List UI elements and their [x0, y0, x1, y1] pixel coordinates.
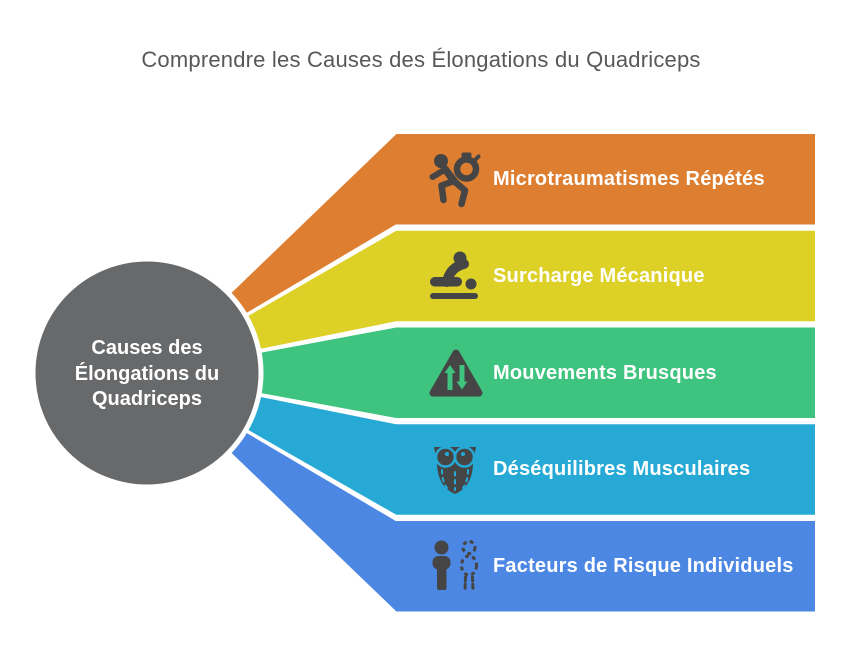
center-line-1: Causes des [91, 337, 203, 359]
cause-band-microtraumatismes [146, 132, 817, 374]
solid-person-head [434, 540, 449, 555]
person-risk-profile-icon [432, 540, 478, 591]
center-circle [30, 256, 264, 490]
left-pec-dot [445, 452, 449, 456]
cause-label-microtraumatismes: Microtraumatismes Répétés [493, 168, 765, 190]
dashed-person-left-leg [463, 575, 467, 591]
cause-label-facteurs: Facteurs de Risque Individuels [493, 555, 794, 577]
abs-right-line [462, 469, 469, 489]
torso-muscles-icon [434, 446, 476, 494]
dashed-person-head [461, 540, 477, 555]
stopwatch-button [473, 154, 481, 162]
cause-band-facteurs [146, 372, 817, 614]
center-line-2: Élongations du [74, 362, 220, 385]
patient-head [465, 278, 477, 290]
dashed-person-body [460, 554, 478, 577]
up-arrow-head [444, 365, 456, 373]
down-arrow-head [456, 381, 468, 390]
down-arrow-shaft [459, 365, 465, 382]
right-pec [453, 446, 476, 468]
stopwatch-crown [461, 152, 472, 158]
solid-person-legs [437, 564, 447, 590]
page-title: Comprendre les Causes des Élongations du… [141, 47, 701, 72]
patient-body [430, 277, 462, 287]
stopwatch-ring [453, 156, 480, 182]
two-way-arrows-triangle-icon [429, 349, 483, 397]
cause-band-desequilibres [146, 372, 817, 517]
runner-back-leg [438, 177, 458, 204]
dashed-person-right-leg [471, 575, 475, 591]
runner-head [434, 154, 448, 168]
torso-details [434, 446, 476, 491]
runner-stopwatch-icon [429, 152, 481, 208]
cause-band-surcharge [146, 228, 817, 374]
cause-label-mouvements: Mouvements Brusques [493, 362, 717, 384]
center-circle-label: Causes des Élongations du Quadriceps [37, 336, 257, 413]
torso-silhouette [434, 447, 476, 494]
center-line-3: Quadriceps [91, 388, 203, 410]
cause-band-mouvements [146, 325, 817, 420]
right-pec-dot [461, 452, 465, 456]
up-arrow-shaft [447, 372, 453, 390]
abs-left-line [441, 469, 448, 489]
massage-icon [430, 251, 478, 299]
runner-arm [429, 167, 447, 180]
runner-front-leg [450, 177, 469, 208]
massage-table [430, 293, 478, 299]
cause-label-surcharge: Surcharge Mécanique [493, 265, 705, 287]
cause-label-desequilibres: Déséquilibres Musculaires [493, 458, 751, 480]
triangle-arrows [444, 365, 468, 390]
